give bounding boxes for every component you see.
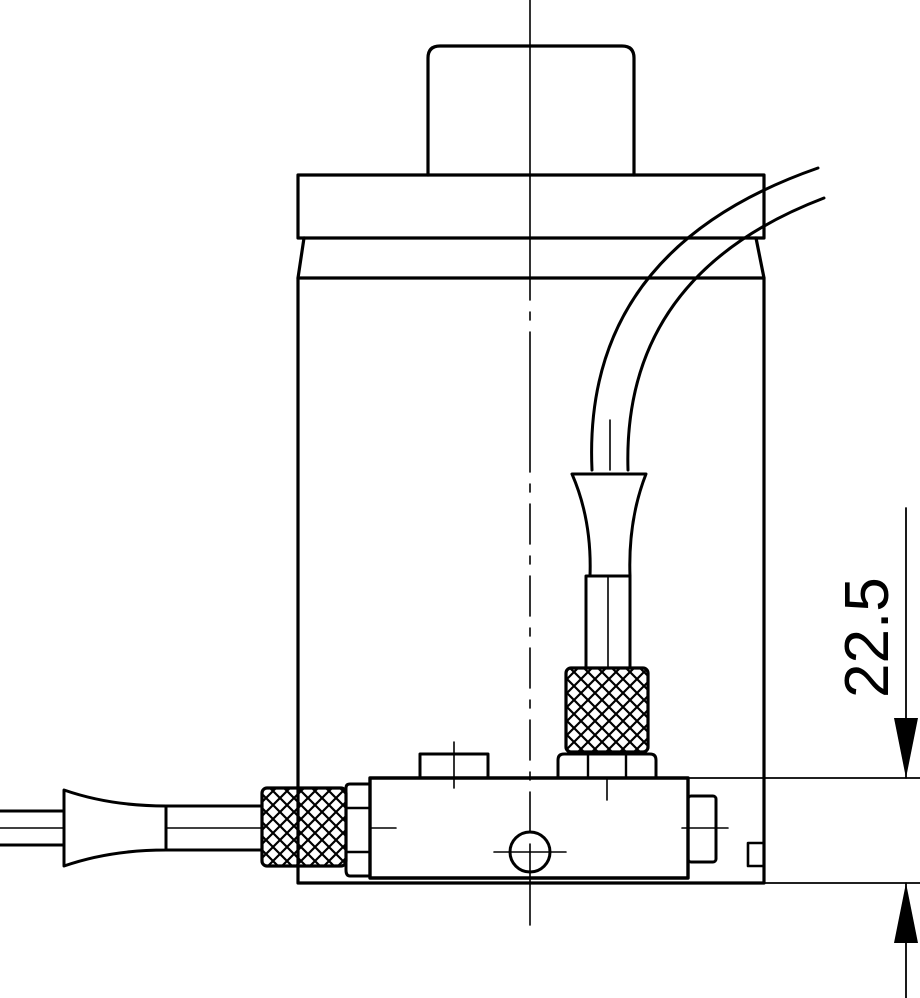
- chamfer-band: [296, 236, 766, 280]
- left-knurled-nut: [260, 786, 348, 868]
- top-cable-outer: [590, 166, 820, 472]
- block-side-screw: [686, 794, 718, 864]
- top-knurled-nut: [564, 666, 650, 754]
- body-notch: [746, 841, 766, 868]
- top-hex-nut: [556, 752, 658, 780]
- top-cable-inner: [626, 196, 826, 472]
- dim-arrow-bottom: [894, 883, 918, 943]
- left-strain-relief: [62, 788, 168, 868]
- top-cap: [426, 44, 636, 177]
- dimension-label: 22.5: [833, 577, 902, 698]
- junction-block: [368, 776, 690, 880]
- main-body: [296, 276, 766, 885]
- top-strain-relief: [570, 472, 648, 578]
- flange-plate: [296, 173, 766, 240]
- left-hex-nut: [344, 782, 372, 878]
- dim-arrow-top: [894, 718, 918, 778]
